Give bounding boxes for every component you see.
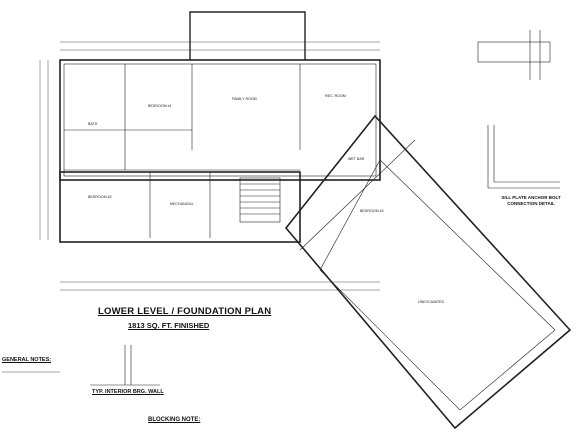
room-label-bedroom-2: BEDROOM #2 <box>88 195 112 199</box>
upper-slab-inner <box>63 63 377 177</box>
general-notes-heading: GENERAL NOTES: <box>2 357 52 363</box>
footing-detail <box>477 30 551 80</box>
room-label-unexcavated: UNEXCAVATED <box>418 300 445 304</box>
finished-area: 1813 SQ. FT. FINISHED <box>128 321 210 330</box>
lower-slab-outline <box>59 171 301 243</box>
anchor-bolt-detail <box>487 125 560 189</box>
blocking-note-heading: BLOCKING NOTE: <box>148 417 201 423</box>
upper-slab-outline <box>59 59 381 181</box>
room-label-bath: BATH <box>88 122 98 126</box>
room-label-wet-bar: WET BAR <box>348 157 365 161</box>
garage-wing-outline <box>284 114 572 430</box>
plan-title: LOWER LEVEL / FOUNDATION PLAN <box>98 306 272 317</box>
interior-wall-caption: TYP. INTERIOR BRG. WALL <box>92 389 164 395</box>
top-bump-out <box>189 11 306 60</box>
room-label-bedroom-3: BEDROOM #3 <box>360 209 384 213</box>
room-label-family-room: FAMILY ROOM <box>232 97 257 101</box>
interior-wall-detail <box>90 345 160 386</box>
stair <box>239 177 281 223</box>
room-label-rec-room: REC. ROOM <box>325 94 346 98</box>
sill-detail-caption: SILL PLATE ANCHOR BOLT CONNECTION DETAIL <box>501 195 561 206</box>
room-label-mechanical: MECHANICAL <box>170 202 194 206</box>
garage-wing-inner <box>319 159 556 411</box>
room-label-bedroom-1: BEDROOM #1 <box>148 104 172 108</box>
